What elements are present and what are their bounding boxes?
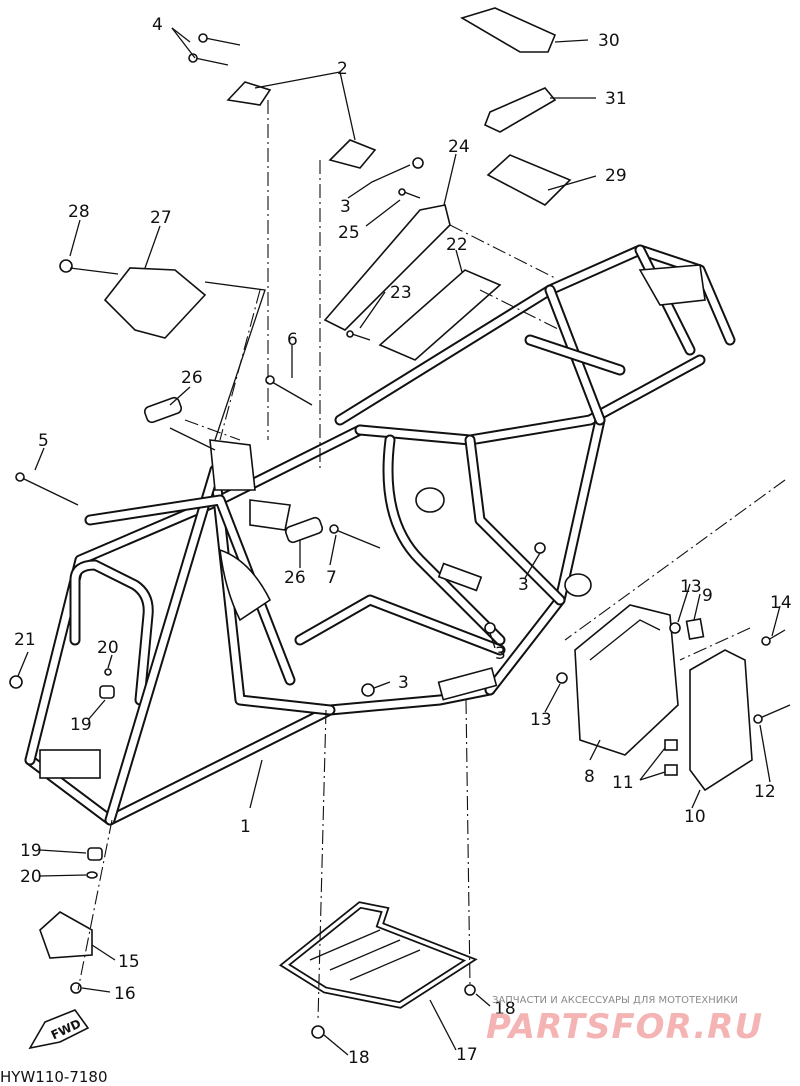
label-30: 30: [598, 31, 620, 51]
label-18-lower: 18: [348, 1048, 370, 1068]
part-labels: 4 2 30 31 29 24 3 25 22 23 28 27 6 26 5 …: [14, 15, 792, 1068]
label-12: 12: [754, 782, 776, 802]
part-code: HYW110-7180: [0, 1068, 108, 1086]
label-22: 22: [446, 235, 468, 255]
part-15-bracket: [39, 911, 93, 959]
label-3-mid: 3: [518, 575, 529, 595]
label-18-right: 18: [494, 999, 516, 1019]
part-31-strap: [483, 87, 557, 133]
label-31: 31: [605, 89, 627, 109]
label-10: 10: [684, 807, 706, 827]
part-27-bracket: [103, 267, 207, 339]
label-17: 17: [456, 1045, 478, 1065]
label-3-top: 3: [340, 197, 351, 217]
main-frame: [24, 244, 736, 826]
label-26-lower: 26: [284, 568, 306, 588]
label-7: 7: [326, 568, 337, 588]
watermark-brand: PARTSFOR.RU: [486, 1007, 763, 1047]
label-15: 15: [118, 952, 140, 972]
part-17-skid-plate: [278, 901, 478, 1009]
part-24-plate: [323, 204, 451, 331]
label-25: 25: [338, 223, 360, 243]
label-14: 14: [770, 593, 792, 613]
label-6: 6: [287, 330, 298, 350]
part-26-rubber: [143, 396, 183, 424]
fwd-arrow-icon: FWD: [28, 1009, 90, 1050]
label-21: 21: [14, 630, 36, 650]
watermark: ЗАПЧАСТИ И АКСЕССУАРЫ ДЛЯ МОТОТЕХНИКИ PA…: [486, 995, 763, 1047]
part-8-battery-box: [574, 604, 679, 756]
part-29-pad: [486, 154, 572, 206]
label-1: 1: [240, 817, 251, 837]
watermark-tagline: ЗАПЧАСТИ И АКСЕССУАРЫ ДЛЯ МОТОТЕХНИКИ: [492, 995, 738, 1006]
label-3-low: 3: [495, 644, 506, 664]
label-19-lower: 19: [20, 841, 42, 861]
label-9: 9: [702, 586, 713, 606]
parts: [9, 7, 791, 1039]
label-26-top: 26: [181, 368, 203, 388]
label-13-top: 13: [680, 577, 702, 597]
label-5: 5: [38, 431, 49, 451]
label-13-lower: 13: [530, 710, 552, 730]
label-27: 27: [150, 208, 172, 228]
label-29: 29: [605, 166, 627, 186]
label-8: 8: [584, 767, 595, 787]
part-30-cover: [460, 7, 557, 53]
part-22-plate: [378, 269, 502, 361]
label-19-top: 19: [70, 715, 92, 735]
label-4: 4: [152, 15, 163, 35]
label-16: 16: [114, 984, 136, 1004]
label-20-top: 20: [97, 638, 119, 658]
label-2: 2: [337, 59, 348, 79]
label-20-lower: 20: [20, 867, 42, 887]
part-10-cover: [689, 649, 753, 792]
label-23: 23: [390, 283, 412, 303]
leader-lines: [17, 27, 786, 1056]
label-11: 11: [612, 773, 634, 793]
label-28: 28: [68, 202, 90, 222]
label-3-bottom: 3: [398, 673, 409, 693]
label-24: 24: [448, 137, 470, 157]
